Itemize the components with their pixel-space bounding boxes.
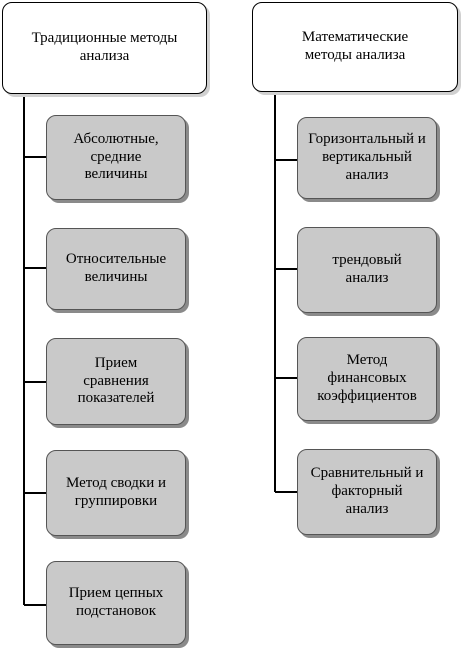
right-header: Математические методы анализа — [252, 2, 458, 92]
left-header: Традиционные методы анализа — [2, 2, 207, 94]
left-item-comparison: Прием сравнения показателей — [46, 338, 186, 425]
left-item-chain-substitution: Прием цепных подстановок — [46, 561, 186, 645]
right-item-trend: трендовый анализ — [297, 227, 437, 313]
right-item-horizontal-vertical: Горизонтальный и вертикальный анализ — [297, 117, 437, 199]
right-item-comparative-factor: Сравнительный и факторный анализ — [297, 449, 437, 535]
right-item-financial-ratios: Метод финансовых коэффициентов — [297, 337, 437, 421]
left-item-grouping: Метод сводки и группировки — [46, 450, 186, 536]
left-item-relative: Относительные величины — [46, 228, 186, 310]
left-item-absolute: Абсолютные, средние величины — [46, 115, 186, 200]
